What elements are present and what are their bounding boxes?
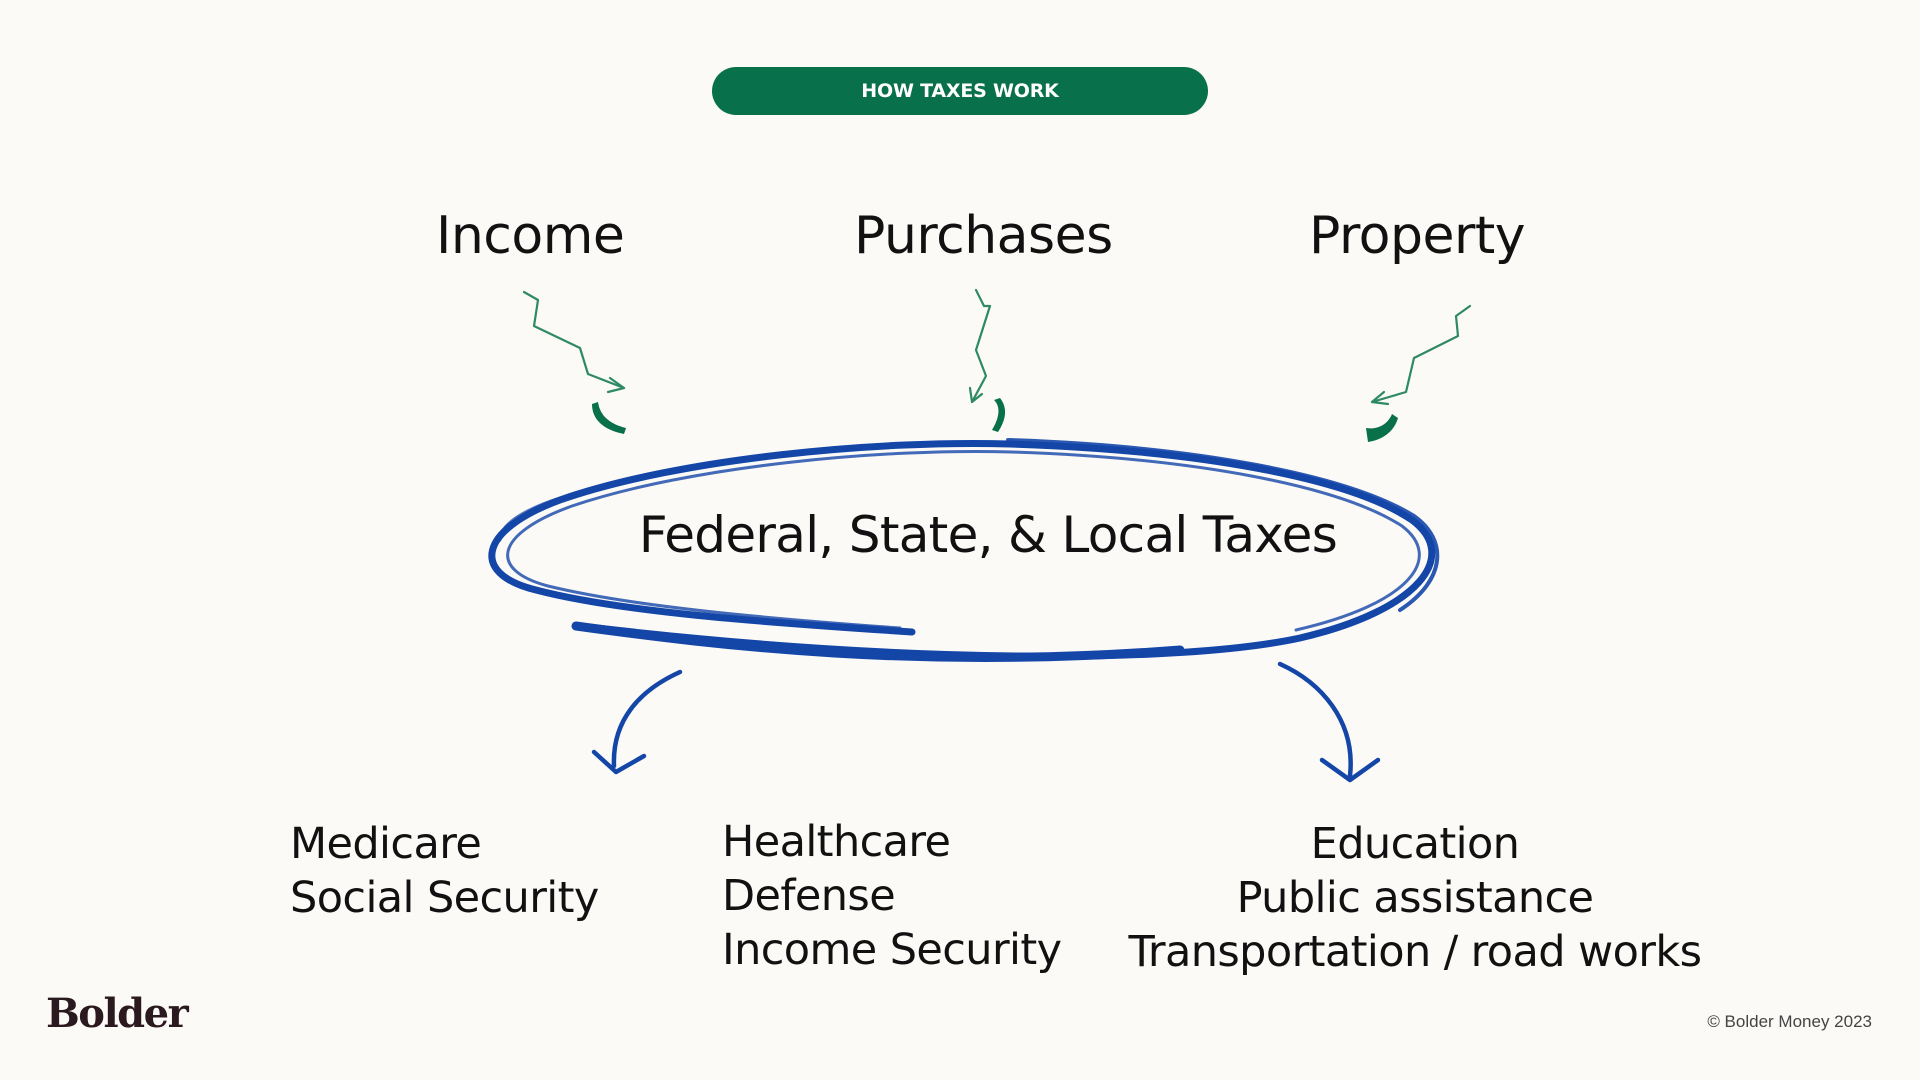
taxes-center-label: Federal, State, & Local Taxes bbox=[638, 506, 1338, 564]
spending-item: Public assistance bbox=[1236, 873, 1594, 923]
section-title-pill: HOW TAXES WORK bbox=[712, 67, 1208, 115]
property-arrow-icon bbox=[1370, 304, 1472, 406]
source-income-label: Income bbox=[436, 206, 625, 266]
spending-item: Transportation / road works bbox=[1128, 927, 1703, 977]
right-curved-arrow-icon bbox=[1277, 661, 1381, 783]
spending-group-right: Education Public assistance Transportati… bbox=[1125, 817, 1705, 979]
brand-logo: Bolder bbox=[46, 990, 189, 1037]
spending-item: Social Security bbox=[290, 873, 599, 923]
spending-group-left: Medicare Social Security bbox=[290, 817, 599, 925]
purchases-arrow-icon bbox=[968, 288, 992, 404]
property-tick-icon bbox=[1366, 414, 1398, 442]
spending-group-middle: Healthcare Defense Income Security bbox=[722, 815, 1062, 977]
left-curved-arrow-icon bbox=[591, 669, 683, 775]
spending-item: Defense bbox=[722, 871, 896, 921]
spending-item: Education bbox=[1310, 819, 1520, 869]
source-purchases-label: Purchases bbox=[854, 206, 1113, 266]
spending-item: Healthcare bbox=[722, 817, 951, 867]
income-arrow-icon bbox=[522, 290, 626, 394]
income-tick-icon bbox=[592, 402, 626, 434]
spending-item: Medicare bbox=[290, 819, 482, 869]
purchases-tick-icon bbox=[992, 398, 1006, 432]
source-property-label: Property bbox=[1309, 206, 1526, 266]
copyright-notice: © Bolder Money 2023 bbox=[1707, 1012, 1872, 1031]
tax-ellipse-icon bbox=[488, 438, 1440, 663]
spending-item: Income Security bbox=[722, 925, 1062, 975]
